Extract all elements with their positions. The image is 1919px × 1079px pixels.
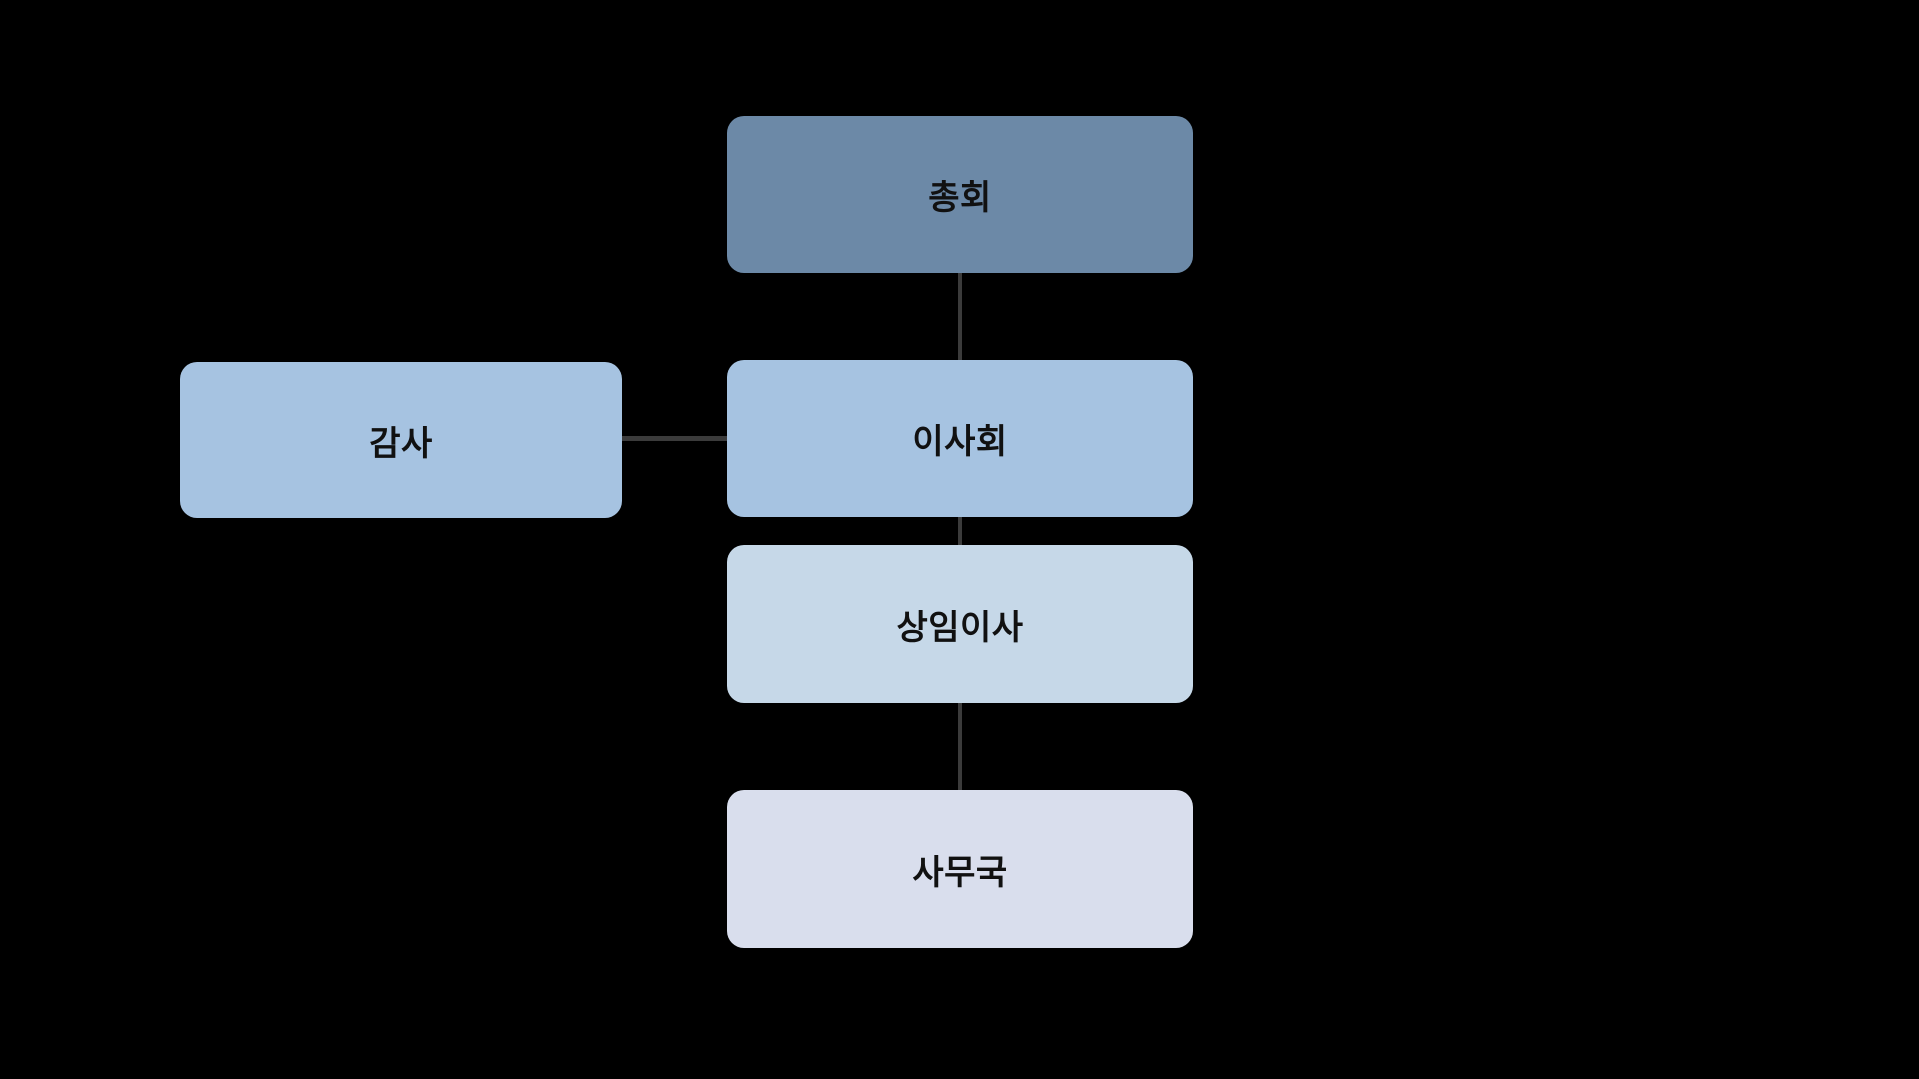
edge-exec-director-to-secretariat-line bbox=[958, 703, 962, 790]
node-executive-director-label: 상임이사 bbox=[896, 608, 1024, 647]
node-board-of-directors: 이사회 bbox=[727, 360, 1193, 517]
node-general-assembly-label: 총회 bbox=[928, 179, 992, 217]
node-board-of-directors-label: 이사회 bbox=[912, 423, 1008, 461]
node-secretariat: 사무국 bbox=[727, 790, 1193, 948]
edge-auditor-to-board-line bbox=[622, 436, 727, 441]
node-general-assembly: 총회 bbox=[727, 116, 1193, 273]
node-secretariat-label: 사무국 bbox=[912, 853, 1008, 892]
edge-assembly-to-board-line bbox=[958, 273, 962, 360]
node-auditor: 감사 bbox=[180, 362, 622, 518]
node-executive-director: 상임이사 bbox=[727, 545, 1193, 703]
node-auditor-label: 감사 bbox=[369, 424, 433, 463]
edge-board-to-exec-director-line bbox=[958, 517, 962, 545]
